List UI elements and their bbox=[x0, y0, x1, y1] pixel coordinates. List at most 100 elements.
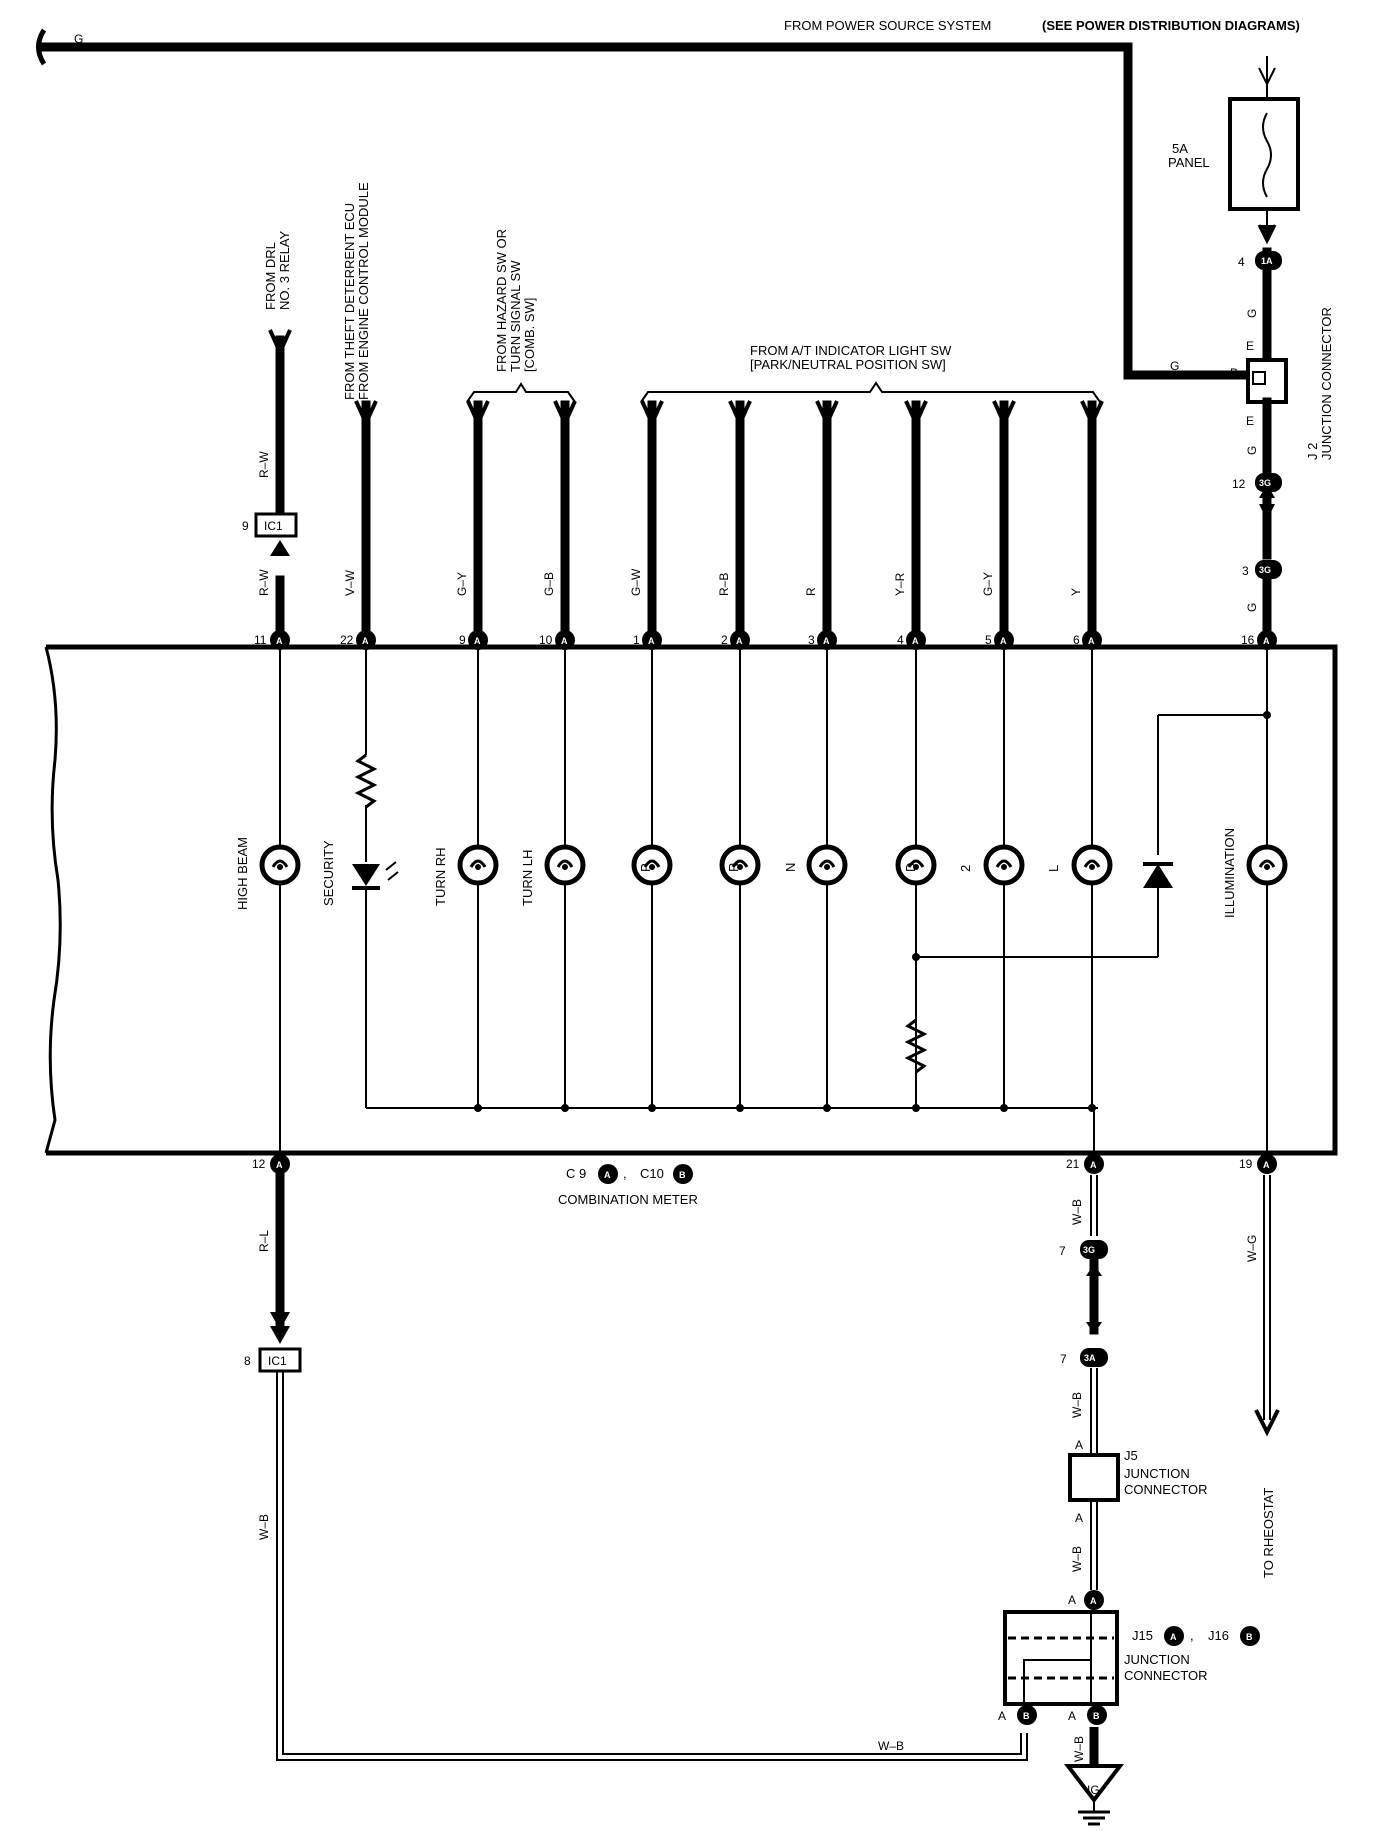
wire-color-ground-a: W–B bbox=[1070, 1199, 1084, 1225]
j5-id: J5 bbox=[1124, 1448, 1138, 1463]
pin-3g-lower: 3 bbox=[1242, 564, 1249, 578]
high-beam-output bbox=[258, 1170, 1028, 1761]
d-resistor bbox=[904, 1018, 928, 1074]
fuse-rating: 5A bbox=[1172, 141, 1188, 156]
pin-number-top-illum: 16 bbox=[1241, 633, 1255, 647]
meter-sep: , bbox=[623, 1166, 627, 1181]
j5-bottom-a: A bbox=[1075, 1511, 1083, 1525]
pin-marker-top-drl bbox=[270, 630, 290, 650]
svg-text:3G: 3G bbox=[1259, 478, 1271, 488]
source-hazard-line1: FROM HAZARD SW OR bbox=[494, 229, 509, 372]
wire-color-illum-g1: G bbox=[1245, 309, 1259, 318]
j2-letter-e-top: E bbox=[1246, 339, 1254, 353]
lamp-label-2: 2 bbox=[958, 865, 973, 872]
pin-letter-top-illum: A bbox=[1263, 636, 1270, 646]
pin-3a: 7 bbox=[1060, 1352, 1067, 1366]
j15-id: J15 bbox=[1132, 1628, 1153, 1643]
power-source-note: (SEE POWER DISTRIBUTION DIAGRAMS) bbox=[1042, 18, 1300, 33]
pin-letter-bottom-1: A bbox=[1090, 1160, 1097, 1170]
pin-3g-upper: 12 bbox=[1232, 477, 1246, 491]
wire-color-p: G–W bbox=[629, 568, 643, 596]
svg-text:3G: 3G bbox=[1259, 565, 1271, 575]
pin-number-top-p: 1 bbox=[633, 633, 640, 647]
input-arrow-d bbox=[904, 400, 928, 428]
pin-number-top-theft: 22 bbox=[340, 633, 354, 647]
illumination-lamp bbox=[1246, 844, 1288, 886]
lamp-turn-rh bbox=[457, 844, 499, 886]
connector-ic1-top: IC1 bbox=[254, 512, 298, 538]
pin-ic1-bottom: 8 bbox=[244, 1354, 251, 1368]
source-hazard-line2: TURN SIGNAL SW bbox=[508, 260, 523, 372]
pin-marker-bottom-2 bbox=[1257, 1154, 1277, 1174]
pin-letter-top-n: A bbox=[823, 636, 830, 646]
wire-color-l: Y bbox=[1069, 588, 1083, 596]
security-resistor bbox=[354, 753, 378, 809]
j2-id: J 2 bbox=[1305, 443, 1320, 460]
pin-marker-top-turn_lh bbox=[555, 630, 575, 650]
lamp-label-turn-lh: TURN LH bbox=[520, 850, 535, 906]
source-at-line1: FROM A/T INDICATOR LIGHT SW bbox=[750, 343, 952, 358]
svg-text:1A: 1A bbox=[1261, 256, 1273, 266]
j15-pin-letter: A bbox=[1090, 1596, 1097, 1606]
pin-letter-top-l: A bbox=[1088, 636, 1095, 646]
pin-letter-top-turn_rh: A bbox=[474, 636, 481, 646]
j15-right-a: A bbox=[1068, 1709, 1076, 1723]
pin-marker-top-two bbox=[994, 630, 1014, 650]
drl-up-arrow bbox=[270, 540, 290, 556]
connector-3a: 3A bbox=[1084, 1353, 1096, 1363]
fuse-panel bbox=[1228, 56, 1300, 245]
lamp-turn-lh bbox=[544, 844, 586, 886]
source-drl-line1: FROM DRL bbox=[263, 242, 278, 310]
lamp-label-illumination: ILLUMINATION bbox=[1222, 828, 1237, 918]
j15-name-line2: CONNECTOR bbox=[1124, 1668, 1208, 1683]
j16-id: J16 bbox=[1208, 1628, 1229, 1643]
wire-color-ground-loop: W–B bbox=[257, 1514, 271, 1540]
drl-upper-arrow bbox=[268, 329, 292, 357]
pin-letter-top-two: A bbox=[1000, 636, 1007, 646]
at-bracket bbox=[640, 381, 1101, 403]
j15-letter: A bbox=[1170, 1632, 1177, 1642]
source-theft-line2: FROM ENGINE CONTROL MODULE bbox=[356, 182, 371, 400]
main-power-wire bbox=[36, 28, 1253, 380]
ground-path bbox=[1003, 1175, 1125, 1826]
pin-number-top-l: 6 bbox=[1073, 633, 1080, 647]
wire-color-two: G–Y bbox=[981, 572, 995, 596]
source-drl-line2: NO. 3 RELAY bbox=[277, 230, 292, 310]
wire-color-main: G bbox=[74, 32, 83, 46]
wire-color-r: R–B bbox=[717, 573, 731, 596]
pin-marker-top-r bbox=[730, 630, 750, 650]
input-arrow-l bbox=[1080, 400, 1104, 428]
j15-sep: , bbox=[1190, 1628, 1194, 1643]
input-arrow-two bbox=[992, 400, 1016, 428]
lamp-l bbox=[1071, 844, 1113, 886]
connector-3g-upper: 3G bbox=[1255, 473, 1282, 492]
lamp-n bbox=[806, 844, 848, 886]
wire-color-n: R bbox=[804, 587, 818, 596]
pin-letter-bottom-2: A bbox=[1263, 1160, 1270, 1170]
pin-number-top-n: 3 bbox=[808, 633, 815, 647]
combination-meter-box bbox=[44, 644, 1338, 1156]
wire-color-d: Y–R bbox=[893, 572, 907, 596]
pin-marker-top-l bbox=[1082, 630, 1102, 650]
pin-marker-top-p bbox=[642, 630, 662, 650]
j5-name-line1: JUNCTION bbox=[1124, 1466, 1190, 1481]
source-hazard-line3: [COMB. SW] bbox=[522, 298, 537, 372]
wire-color-turn_rh: G–Y bbox=[455, 572, 469, 596]
pin-ic1-top: 9 bbox=[242, 519, 249, 533]
j2-letter-e-bottom: E bbox=[1246, 414, 1254, 428]
pin-letter-top-turn_lh: A bbox=[561, 636, 568, 646]
lamp-label-security: SECURITY bbox=[321, 840, 336, 906]
security-led-rays bbox=[385, 861, 399, 881]
pin-number-top-r: 2 bbox=[721, 633, 728, 647]
rheostat-output bbox=[1254, 1175, 1280, 1437]
wire-color-drl-upper: R–W bbox=[257, 451, 271, 478]
j15-bottom-left-letter: B bbox=[1023, 1711, 1030, 1721]
input-arrow-n bbox=[815, 400, 839, 428]
pin-marker-top-d bbox=[906, 630, 926, 650]
connector-1a: 1A bbox=[1255, 251, 1282, 270]
pin-number-bottom-0: 12 bbox=[252, 1157, 266, 1171]
pin-marker-top-illum bbox=[1257, 630, 1277, 650]
j15-left-a: A bbox=[998, 1709, 1006, 1723]
